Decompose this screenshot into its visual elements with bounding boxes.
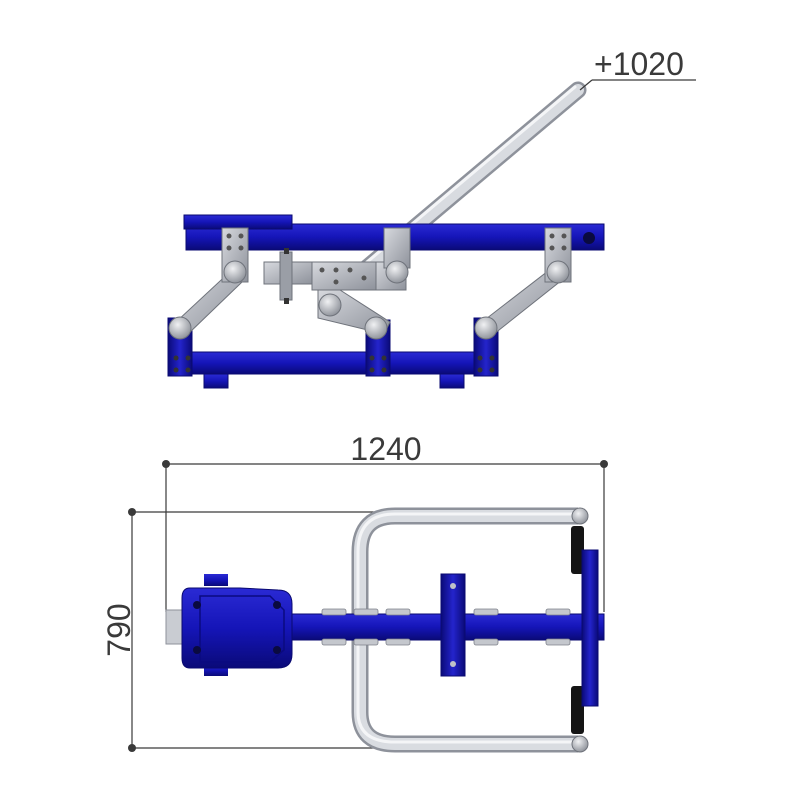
seat-block xyxy=(183,214,293,230)
width-dimension: 790 xyxy=(101,508,390,752)
lower-grip-icon xyxy=(571,686,584,734)
center-pivot xyxy=(364,316,388,340)
right-foot xyxy=(439,373,465,389)
cross-plate-bolts xyxy=(450,583,456,667)
handlebar-tube xyxy=(351,507,589,753)
top-view: 1240 790 xyxy=(101,431,608,753)
rail-end-cap xyxy=(583,232,595,244)
left-pivot xyxy=(168,316,192,340)
cross-plate xyxy=(440,573,466,677)
height-dimension: +1020 xyxy=(579,46,696,91)
right-pivot xyxy=(474,316,498,340)
left-foot xyxy=(203,373,229,389)
beam-hardware xyxy=(321,608,571,646)
height-dimension-label: +1020 xyxy=(594,46,684,82)
side-view: +1020 xyxy=(167,46,696,389)
bottom-rail xyxy=(167,351,499,375)
foot-bar xyxy=(581,549,599,707)
seat xyxy=(181,574,293,676)
frame-bolts xyxy=(173,355,495,373)
center-mechanism xyxy=(263,227,411,335)
width-dimension-label: 790 xyxy=(101,603,137,656)
upper-grip-icon xyxy=(571,526,584,574)
length-dimension-label: 1240 xyxy=(350,431,421,467)
length-dimension: 1240 xyxy=(162,431,608,612)
